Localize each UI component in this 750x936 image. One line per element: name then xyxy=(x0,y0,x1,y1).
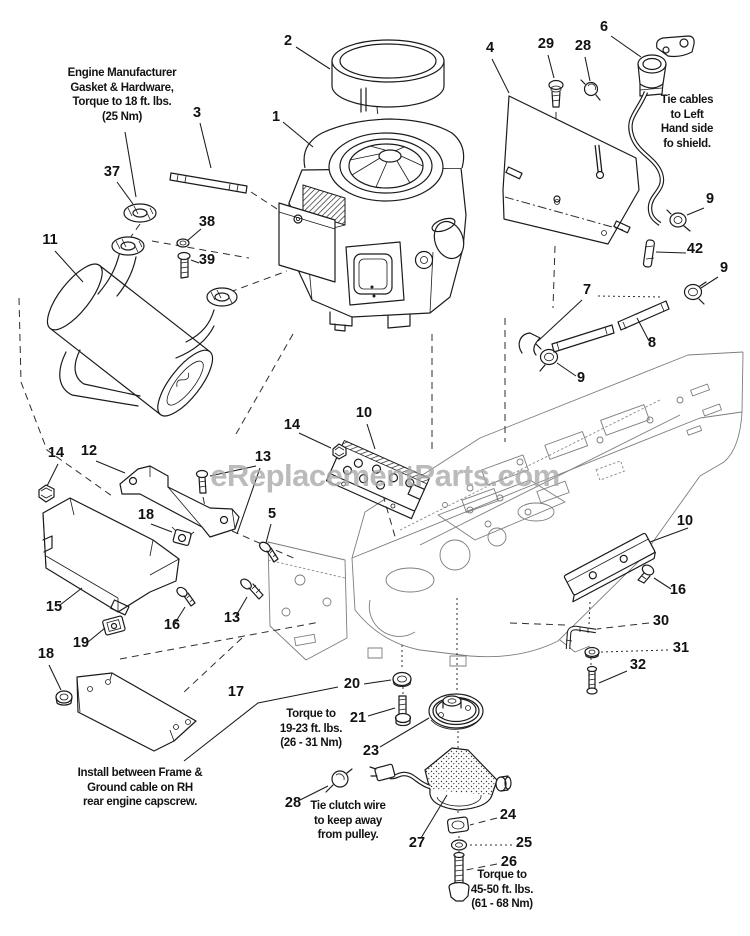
callout-28: 28 xyxy=(575,38,591,54)
clip-19-illustration xyxy=(102,615,126,636)
callout-37: 37 xyxy=(104,164,120,180)
screw-16b-illustration xyxy=(637,564,655,584)
clutch-27-illustration xyxy=(369,747,512,811)
nut-18b-illustration xyxy=(55,690,73,706)
bracket-10a-illustration xyxy=(325,440,430,520)
screw-16a-illustration xyxy=(176,586,196,607)
callout-5: 5 xyxy=(268,506,276,522)
tractor-frame-illustration xyxy=(267,351,744,667)
blower-ring-illustration xyxy=(331,39,445,113)
callout-11: 11 xyxy=(42,232,57,248)
shield-15-illustration xyxy=(42,497,180,616)
callout-31: 31 xyxy=(673,640,689,656)
callout-27: 27 xyxy=(409,835,425,851)
callout-21: 21 xyxy=(350,710,366,726)
callout-23: 23 xyxy=(363,743,379,759)
callout-14: 14 xyxy=(284,417,300,433)
bolt-32-illustration xyxy=(586,665,598,695)
muffler-illustration xyxy=(46,236,238,417)
callout-24: 24 xyxy=(500,807,516,823)
bracket-12-illustration xyxy=(119,465,240,538)
exhaust-gasket-illustration xyxy=(123,203,157,223)
callout-38: 38 xyxy=(199,214,215,230)
callout-19: 19 xyxy=(73,635,89,651)
ground-plate-17-illustration xyxy=(76,672,197,752)
callout-14: 14 xyxy=(48,445,64,461)
clamp-9a-illustration xyxy=(666,209,691,232)
callout-16: 16 xyxy=(164,617,180,633)
clip-14b-illustration xyxy=(38,484,55,503)
clamp-9c-illustration xyxy=(535,343,559,372)
nut-38-illustration xyxy=(176,238,190,248)
callout-3: 3 xyxy=(193,105,201,121)
callout-15: 15 xyxy=(46,599,62,615)
note-tie-clutch-wire: Tie clutch wire to keep away from pulley… xyxy=(310,800,386,841)
rod-30-illustration xyxy=(565,625,597,650)
callout-16: 16 xyxy=(670,582,686,598)
callout-17: 17 xyxy=(228,684,244,700)
callout-42: 42 xyxy=(687,241,703,257)
clamp-28b-illustration xyxy=(325,768,353,793)
callout-8: 8 xyxy=(648,335,656,351)
bolt-26-illustration xyxy=(448,851,470,902)
callout-9: 9 xyxy=(706,191,714,207)
clip-18a-illustration xyxy=(171,526,195,547)
callout-30: 30 xyxy=(653,613,669,629)
bolt-39-illustration xyxy=(177,251,191,279)
callout-18: 18 xyxy=(38,646,54,662)
pulley-23-illustration xyxy=(428,693,484,730)
clamp-28-upper-illustration xyxy=(580,79,601,101)
callout-20: 20 xyxy=(344,676,360,692)
note-ground-cable: Install between Frame & Ground cable on … xyxy=(77,767,203,808)
callout-6: 6 xyxy=(600,19,608,35)
heat-shield-illustration xyxy=(502,95,640,245)
callout-7: 7 xyxy=(583,282,591,298)
note-torque-clutch-bolt: Torque to 45-50 ft. lbs. (61 - 68 Nm) xyxy=(470,869,534,910)
callout-25: 25 xyxy=(516,835,532,851)
note-tie-cables: Tie cables to Left Hand side fo shield. xyxy=(660,94,714,150)
callout-4: 4 xyxy=(486,40,494,56)
assembly-axis-lines xyxy=(18,106,592,852)
callout-18: 18 xyxy=(138,507,154,523)
pin-42-illustration xyxy=(642,239,655,268)
nut-24-illustration xyxy=(446,816,470,834)
callout-13: 13 xyxy=(224,610,240,626)
note-torque-pulley-bolt: Torque to 19-23 ft. lbs. (26 - 31 Nm) xyxy=(279,708,343,749)
callout-10: 10 xyxy=(677,513,693,529)
fuel-line-illustration xyxy=(518,300,670,356)
callout-28: 28 xyxy=(285,795,301,811)
note-engine-gasket: Engine Manufacturer Gasket & Hardware, T… xyxy=(67,67,177,123)
bolt-13a-illustration xyxy=(195,469,209,494)
bolt-13b-illustration xyxy=(240,578,264,600)
callout-26: 26 xyxy=(501,854,517,870)
callout-39: 39 xyxy=(199,252,215,268)
nut-31-illustration xyxy=(584,646,600,659)
callout-13: 13 xyxy=(255,449,271,465)
callout-12: 12 xyxy=(81,443,97,459)
callout-29: 29 xyxy=(538,36,554,52)
stud-illustration xyxy=(169,172,248,194)
engine-illustration xyxy=(278,118,467,332)
switch-6-illustration xyxy=(628,35,695,226)
clamp-9b-illustration xyxy=(683,281,707,305)
nut-20-illustration xyxy=(392,671,412,688)
callout-leader-lines xyxy=(46,35,719,871)
callout-9: 9 xyxy=(720,260,728,276)
screw-29-illustration xyxy=(548,79,564,108)
bracket-10b-illustration xyxy=(563,532,656,603)
callout-9: 9 xyxy=(577,370,585,386)
callout-2: 2 xyxy=(284,33,292,49)
washer-25-illustration xyxy=(450,839,468,851)
callout-10: 10 xyxy=(356,405,372,421)
callout-32: 32 xyxy=(630,657,646,673)
bolt-21-illustration xyxy=(394,695,412,727)
clip-14a-illustration xyxy=(332,443,347,460)
callout-1: 1 xyxy=(272,109,280,125)
screw-5-illustration xyxy=(258,541,279,563)
